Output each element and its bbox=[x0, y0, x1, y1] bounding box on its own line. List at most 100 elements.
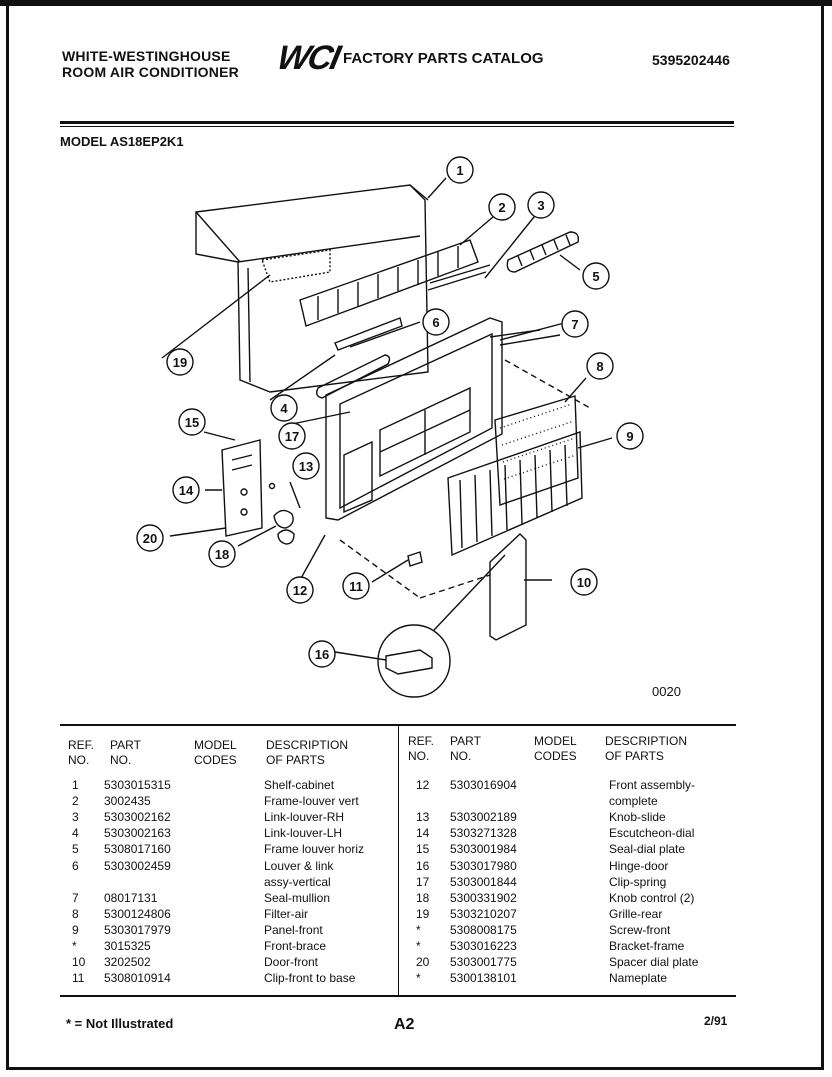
table-cell-ref: * bbox=[416, 939, 421, 953]
table-cell-part: 5303001775 bbox=[450, 955, 517, 970]
table-cell-part: 5303016904 bbox=[450, 778, 517, 792]
table-cell-part: 5303271328 bbox=[450, 826, 517, 841]
table-cell-ref: 9 bbox=[72, 922, 79, 937]
table-cell-desc: Seal-dial plate bbox=[609, 842, 686, 857]
table-cell-part: 5300124806 bbox=[104, 906, 171, 921]
table-cell-part: 5303001984 bbox=[450, 842, 517, 857]
table-cell-ref: 17 bbox=[416, 874, 430, 889]
table-rule-bottom bbox=[60, 995, 736, 997]
callout-labels: 1 2 3 4 5 6 7 8 9 10 11 12 13 14 15 16 1… bbox=[143, 163, 634, 662]
brand-line-2: ROOM AIR CONDITIONER bbox=[62, 64, 239, 80]
air-filter bbox=[494, 395, 579, 506]
callout-19: 19 bbox=[173, 355, 187, 370]
table-cell-ref: 18 bbox=[416, 890, 430, 905]
callout-4: 4 bbox=[280, 401, 288, 416]
header-ref-no-left: REF.NO. bbox=[68, 738, 95, 767]
table-cell-part: 3002435 bbox=[104, 794, 151, 809]
callout-7: 7 bbox=[571, 317, 578, 332]
page-frame bbox=[6, 0, 824, 1070]
brand-block: WHITE-WESTINGHOUSE ROOM AIR CONDITIONER bbox=[62, 48, 239, 80]
table-cell-ref: 20 bbox=[416, 955, 430, 970]
table-cell-desc: Frame louver horiz bbox=[264, 842, 365, 857]
table-cell-part: 5308010914 bbox=[104, 971, 171, 986]
table-cell-part: 5303001844 bbox=[450, 874, 517, 889]
callout-12: 12 bbox=[293, 583, 307, 598]
table-cell-ref: 10 bbox=[72, 955, 86, 970]
table-cell-ref: 7 bbox=[72, 890, 79, 905]
table-cell-part: 5303210207 bbox=[450, 906, 517, 921]
table-divider bbox=[398, 726, 399, 995]
cabinet-shell bbox=[195, 184, 429, 393]
callout-17: 17 bbox=[285, 429, 299, 444]
figure-code: 0020 bbox=[652, 684, 681, 699]
table-cell-desc: Seal-mullion bbox=[264, 890, 331, 905]
header-rule bbox=[60, 121, 734, 124]
table-cell-desc: Louver & link bbox=[264, 858, 334, 873]
table-cell-ref: 8 bbox=[72, 906, 79, 921]
table-cell-part: 5300331902 bbox=[450, 890, 517, 905]
table-cell-desc: Clip-front to base bbox=[264, 971, 356, 986]
callout-bubbles bbox=[136, 156, 644, 668]
table-cell-part: 5303015315 bbox=[104, 778, 171, 792]
table-cell-part: 5303017979 bbox=[104, 922, 171, 937]
table-cell-desc: Frame-louver vert bbox=[264, 794, 359, 809]
table-cell-ref: 15 bbox=[416, 842, 430, 857]
top-border bbox=[0, 0, 832, 6]
table-cell-desc: Link-louver-RH bbox=[264, 810, 345, 825]
front-grille bbox=[447, 431, 583, 557]
table-cell-part: 5308008175 bbox=[450, 922, 517, 937]
hinge-detail-circle bbox=[377, 624, 451, 698]
louver-frame-vertical bbox=[299, 239, 479, 327]
callout-15: 15 bbox=[185, 415, 199, 430]
table-cell-ref: 19 bbox=[416, 906, 430, 921]
table-cell-ref: 14 bbox=[416, 826, 430, 841]
table-cell-desc: Escutcheon-dial bbox=[609, 826, 695, 841]
table-cell-desc: Knob-slide bbox=[609, 810, 666, 825]
table-cell-part: 5303017980 bbox=[450, 858, 517, 873]
callout-18: 18 bbox=[215, 547, 229, 562]
table-cell-desc: Nameplate bbox=[609, 971, 668, 986]
table-cell-desc: Front-brace bbox=[264, 939, 327, 953]
callout-6: 6 bbox=[432, 315, 439, 330]
seal-mullion bbox=[315, 354, 391, 399]
callout-2: 2 bbox=[498, 200, 505, 215]
table-cell-ref: * bbox=[416, 971, 421, 986]
table-cell-desc: Grille-rear bbox=[609, 906, 663, 921]
callout-11: 11 bbox=[349, 579, 363, 594]
header-rule-thin bbox=[60, 126, 734, 127]
callout-10: 10 bbox=[577, 575, 591, 590]
louver-horizontal bbox=[506, 231, 580, 273]
page-number: A2 bbox=[394, 1016, 415, 1033]
table-cell-part: 5303002163 bbox=[104, 826, 171, 841]
table-cell-ref: * bbox=[416, 922, 421, 937]
table-cell-desc: Screw-front bbox=[609, 922, 671, 937]
front-panel bbox=[325, 317, 503, 521]
table-cell-part: 5300138101 bbox=[450, 971, 517, 986]
table-cell-desc: Link-louver-LH bbox=[264, 826, 343, 841]
table-cell-part: 5303002189 bbox=[450, 810, 517, 825]
catalog-number: 5395202446 bbox=[652, 52, 730, 68]
control-knobs bbox=[273, 509, 295, 545]
table-cell-ref: 13 bbox=[416, 810, 430, 825]
table-cell-ref: 12 bbox=[416, 778, 430, 792]
table-cell-desc: Door-front bbox=[264, 955, 319, 970]
callout-14: 14 bbox=[179, 483, 194, 498]
table-cell-ref: 5 bbox=[72, 842, 79, 857]
table-cell-ref: 3 bbox=[72, 810, 79, 825]
callout-5: 5 bbox=[592, 269, 599, 284]
brand-line-1: WHITE-WESTINGHOUSE bbox=[62, 48, 231, 64]
table-cell-part: 5303002459 bbox=[104, 858, 171, 873]
table-cell-part: 5303002162 bbox=[104, 810, 171, 825]
revision-date: 2/91 bbox=[704, 1014, 728, 1028]
table-cell-ref: 11 bbox=[72, 971, 85, 986]
table-cell-part: 08017131 bbox=[104, 890, 158, 905]
table-cell-desc: Front assembly- bbox=[609, 778, 696, 792]
wci-logo: WCI bbox=[273, 39, 343, 77]
table-cell-desc: complete bbox=[609, 794, 658, 809]
callout-20: 20 bbox=[143, 531, 157, 546]
